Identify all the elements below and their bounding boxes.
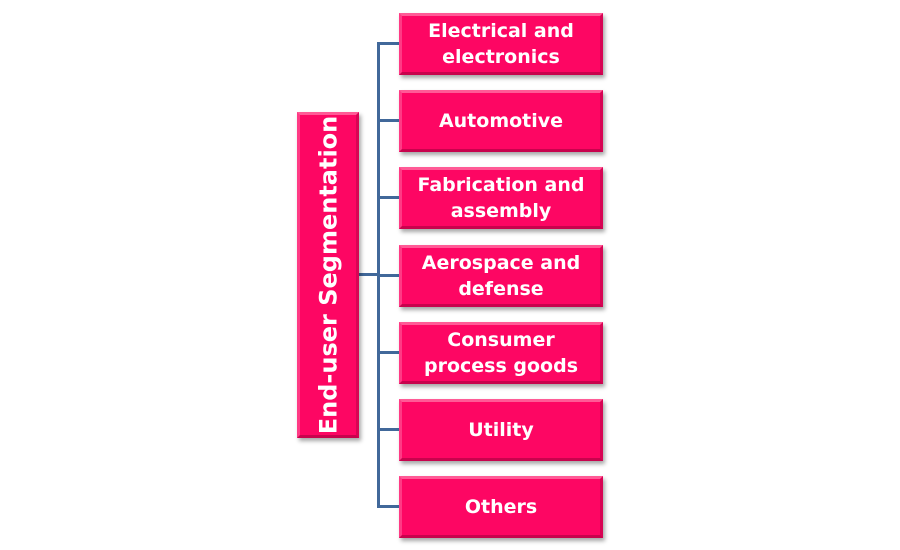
connector-branch	[377, 505, 401, 508]
segment-node-electrical-electronics: Electrical and electronics	[399, 13, 603, 75]
segment-label: Fabrication and assembly	[417, 174, 585, 222]
segment-label: Electrical and electronics	[428, 20, 574, 68]
segment-label: Utility	[468, 419, 534, 441]
connector-branch	[377, 351, 401, 354]
root-node-label: End-user Segmentation	[314, 115, 343, 435]
segment-node-fabrication-assembly: Fabrication and assembly	[399, 167, 603, 229]
connector-branch	[377, 428, 401, 431]
connector-branch	[377, 42, 401, 45]
segment-node-aerospace-defense: Aerospace and defense	[399, 245, 603, 307]
segment-node-automotive: Automotive	[399, 90, 603, 152]
segment-label: Consumer process goods	[423, 329, 579, 377]
connector-root-horizontal	[359, 273, 380, 276]
connector-branch	[377, 196, 401, 199]
root-node: End-user Segmentation	[297, 112, 359, 438]
segment-label: Aerospace and defense	[421, 252, 581, 300]
connector-branch	[377, 274, 401, 277]
segment-label: Others	[464, 496, 538, 518]
connector-branch	[377, 119, 401, 122]
segment-node-others: Others	[399, 476, 603, 538]
segment-node-consumer-process-goods: Consumer process goods	[399, 322, 603, 384]
segment-label: Automotive	[438, 110, 564, 132]
segment-node-utility: Utility	[399, 399, 603, 461]
